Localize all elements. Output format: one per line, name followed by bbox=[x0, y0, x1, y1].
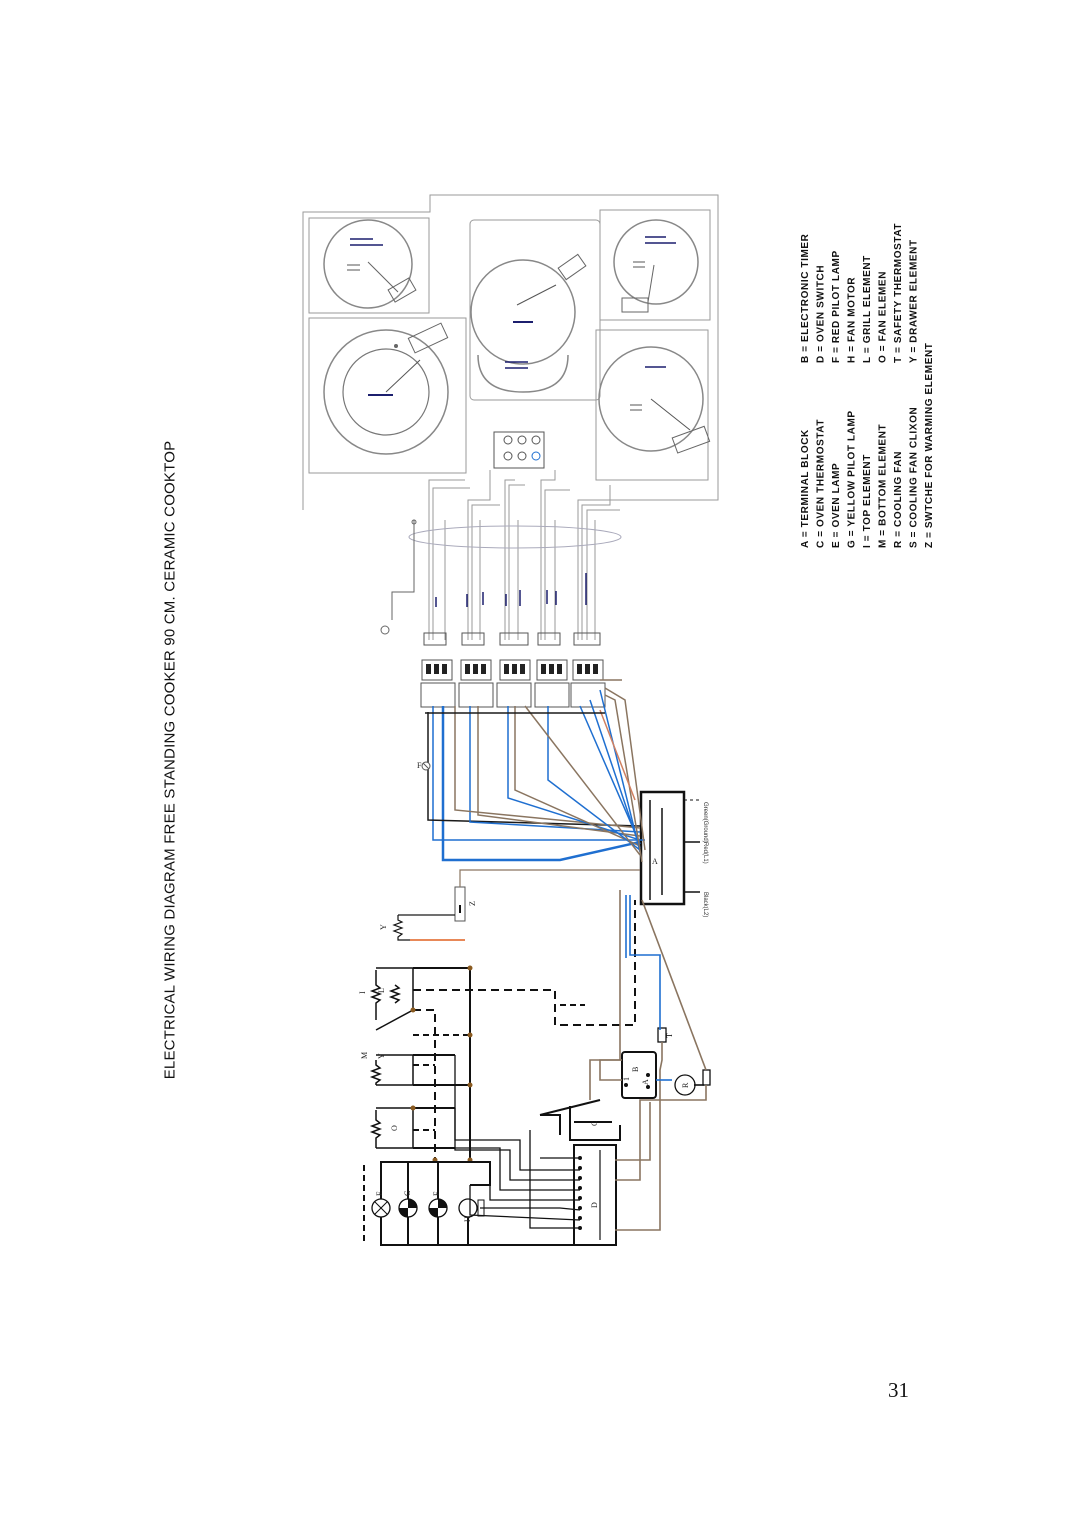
terminal-block-a bbox=[639, 790, 700, 906]
burner-center-oval bbox=[470, 253, 587, 393]
legend: A = TERMINAL BLOCK C = OVEN THERMOSTAT E… bbox=[800, 223, 935, 548]
component-letters: A B 1 A C D E G F H F I L M Y O R T Y Z bbox=[358, 761, 690, 1222]
wire-label-ground: Green(Ground) bbox=[702, 802, 708, 843]
warming-switch-z bbox=[398, 869, 640, 941]
legend-item-e: E = OVEN LAMP bbox=[831, 463, 842, 548]
legend-item-s: S = COOLING FAN CLIXON bbox=[909, 407, 920, 548]
ground-eyelet bbox=[380, 519, 417, 635]
legend-item-h: H = FAN MOTOR bbox=[847, 277, 858, 363]
legend-item-y: Y = DRAWER ELEMENT bbox=[909, 239, 920, 363]
letter-l: L bbox=[377, 988, 386, 993]
cooktop-outline bbox=[302, 194, 719, 510]
legend-item-a: A = TERMINAL BLOCK bbox=[800, 429, 811, 548]
oven-switch-wiring bbox=[454, 1055, 581, 1229]
oven-lamp-e bbox=[371, 1198, 391, 1218]
legend-item-m: M = BOTTOM ELEMENT bbox=[878, 424, 889, 548]
oven-switch-d bbox=[573, 1144, 617, 1246]
legend-item-d: D = OVEN SWITCH bbox=[816, 265, 827, 363]
letter-a: A bbox=[652, 857, 658, 866]
legend-item-b: B = ELECTRONIC TIMER bbox=[800, 233, 811, 363]
legend-item-i: I = TOP ELEMENT bbox=[862, 454, 873, 548]
letter-o: O bbox=[390, 1125, 399, 1131]
legend-item-l: L = GRILL ELEMENT bbox=[862, 255, 873, 363]
letter-one: 1 bbox=[622, 1077, 631, 1081]
oven-element-wiring bbox=[413, 900, 636, 1160]
legend-item-o: O = FAN ELEMEN bbox=[878, 271, 889, 363]
oven-element-junctions bbox=[410, 965, 473, 1163]
legend-column-1: A = TERMINAL BLOCK C = OVEN THERMOSTAT E… bbox=[800, 343, 935, 549]
letter-m: M bbox=[360, 1052, 369, 1059]
letter-y-drawer: Y bbox=[379, 924, 388, 930]
letter-y-bottom: Y bbox=[377, 1053, 386, 1059]
letter-f-lamp: F bbox=[432, 1191, 441, 1196]
power-wires bbox=[425, 679, 646, 863]
cooling-fan-clixon-s bbox=[702, 1069, 711, 1086]
burner-bottom-left bbox=[323, 322, 449, 455]
cooktop-bundle-markers bbox=[435, 573, 587, 607]
cooktop-pilot-lamps bbox=[493, 431, 545, 469]
oven-thermostat-c bbox=[540, 1106, 621, 1141]
letter-f-switch: F bbox=[417, 761, 422, 770]
letter-r: R bbox=[681, 1082, 690, 1088]
letter-t: T bbox=[665, 1033, 674, 1038]
red-pilot-lamp-f-oven bbox=[428, 1198, 448, 1218]
letter-a-timer: A bbox=[641, 1079, 650, 1085]
cable-tie-ellipse bbox=[408, 525, 622, 549]
legend-column-2: B = ELECTRONIC TIMER D = OVEN SWITCH F =… bbox=[800, 223, 920, 363]
wire-label-l1: Red(L1) bbox=[702, 842, 708, 864]
legend-item-r: R = COOLING FAN bbox=[893, 451, 904, 548]
burner-top-left bbox=[323, 219, 417, 309]
yellow-pilot-lamp-g bbox=[398, 1198, 418, 1218]
supply-wire-labels: Green(Ground) Red(L1) Black(L2) bbox=[702, 802, 708, 917]
letter-i: I bbox=[358, 991, 367, 994]
burner-top-right bbox=[613, 219, 699, 313]
legend-item-t: T = SAFETY THERMOSTAT bbox=[893, 223, 904, 363]
drawer-element-y bbox=[392, 915, 410, 941]
legend-item-f: F = RED PILOT LAMP bbox=[831, 250, 842, 363]
oven-control-wiring bbox=[539, 890, 707, 1231]
oven-element-fan-o bbox=[369, 1107, 414, 1149]
red-pilot-lamp-f bbox=[421, 761, 431, 771]
letter-g: G bbox=[403, 1190, 412, 1196]
oven-element-bottom-m bbox=[369, 1054, 414, 1086]
cooktop-wire-bundle bbox=[428, 470, 620, 640]
legend-item-z: Z = SWTCHE FOR WARMING ELEMENT bbox=[924, 343, 935, 549]
wire-label-l2: Black(L2) bbox=[702, 892, 708, 917]
page-number: 31 bbox=[888, 1378, 909, 1402]
legend-item-g: G = YELLOW PILOT LAMP bbox=[847, 410, 858, 548]
letter-h: H bbox=[463, 1216, 472, 1222]
electronic-timer-b bbox=[621, 1051, 657, 1099]
letter-z: Z bbox=[468, 901, 477, 906]
letter-b: B bbox=[631, 1067, 640, 1072]
legend-item-c: C = OVEN THERMOSTAT bbox=[816, 419, 827, 548]
letter-c: C bbox=[590, 1121, 599, 1126]
oven-element-top-i bbox=[369, 967, 414, 1031]
letter-e: E bbox=[375, 1191, 384, 1196]
letter-d: D bbox=[590, 1202, 599, 1208]
hob-switches bbox=[420, 632, 606, 708]
burner-bottom-right bbox=[598, 346, 711, 454]
